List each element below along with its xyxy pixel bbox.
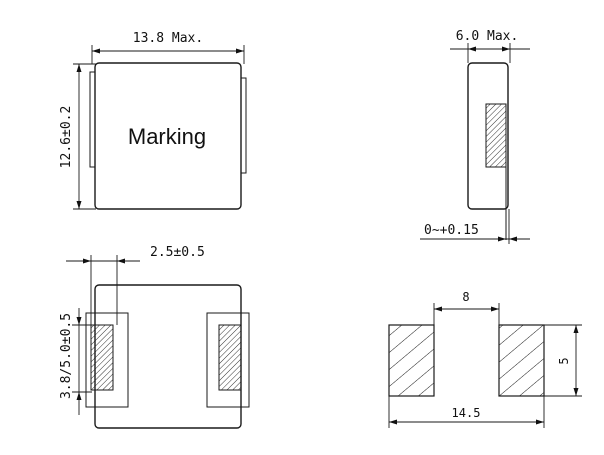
side-view: 6.0 Max. 0~+0.15	[420, 29, 530, 244]
gap-label: 8	[462, 290, 469, 304]
thickness-dimension: 6.0 Max.	[450, 29, 530, 63]
side-view-terminal	[485, 103, 507, 168]
terminal-length-dimension: 3.8/5.0±0.5	[59, 308, 92, 415]
bottom-view-left-terminal	[90, 324, 114, 391]
thickness-label: 6.0 Max.	[456, 29, 519, 44]
height-dimension: 12.6±0.2	[59, 63, 96, 210]
height-label: 12.6±0.2	[59, 106, 74, 169]
top-view-left-terminal	[89, 71, 96, 168]
overall-width-dimension: 14.5	[388, 396, 545, 428]
bottom-view-right-terminal	[218, 324, 242, 391]
land-pattern: 8 5 14.5	[388, 290, 582, 428]
coplanarity-dimension: 0~+0.15	[420, 209, 530, 244]
marking-label: Marking	[128, 124, 206, 149]
overall-width-label: 14.5	[452, 406, 481, 420]
terminal-width-dimension: 2.5±0.5	[66, 245, 205, 325]
width-dimension: 13.8 Max.	[91, 31, 245, 64]
land-pad-right	[498, 324, 545, 397]
top-view: Marking 13.8 Max. 12.6±0.2	[59, 31, 247, 210]
bottom-view-left-terminal-outline	[85, 312, 129, 408]
top-view-right-terminal	[240, 77, 247, 174]
pad-height-label: 5	[557, 357, 571, 364]
land-pad-left	[388, 324, 435, 397]
bottom-view-right-terminal-outline	[206, 312, 250, 408]
width-label: 13.8 Max.	[133, 31, 203, 46]
terminal-length-label: 3.8/5.0±0.5	[59, 313, 74, 399]
bottom-view: 2.5±0.5 3.8/5.0±0.5	[59, 245, 250, 429]
pad-height-dimension: 5	[544, 324, 582, 397]
terminal-width-label: 2.5±0.5	[150, 245, 205, 260]
gap-dimension: 8	[433, 290, 500, 325]
coplanarity-label: 0~+0.15	[424, 223, 479, 238]
